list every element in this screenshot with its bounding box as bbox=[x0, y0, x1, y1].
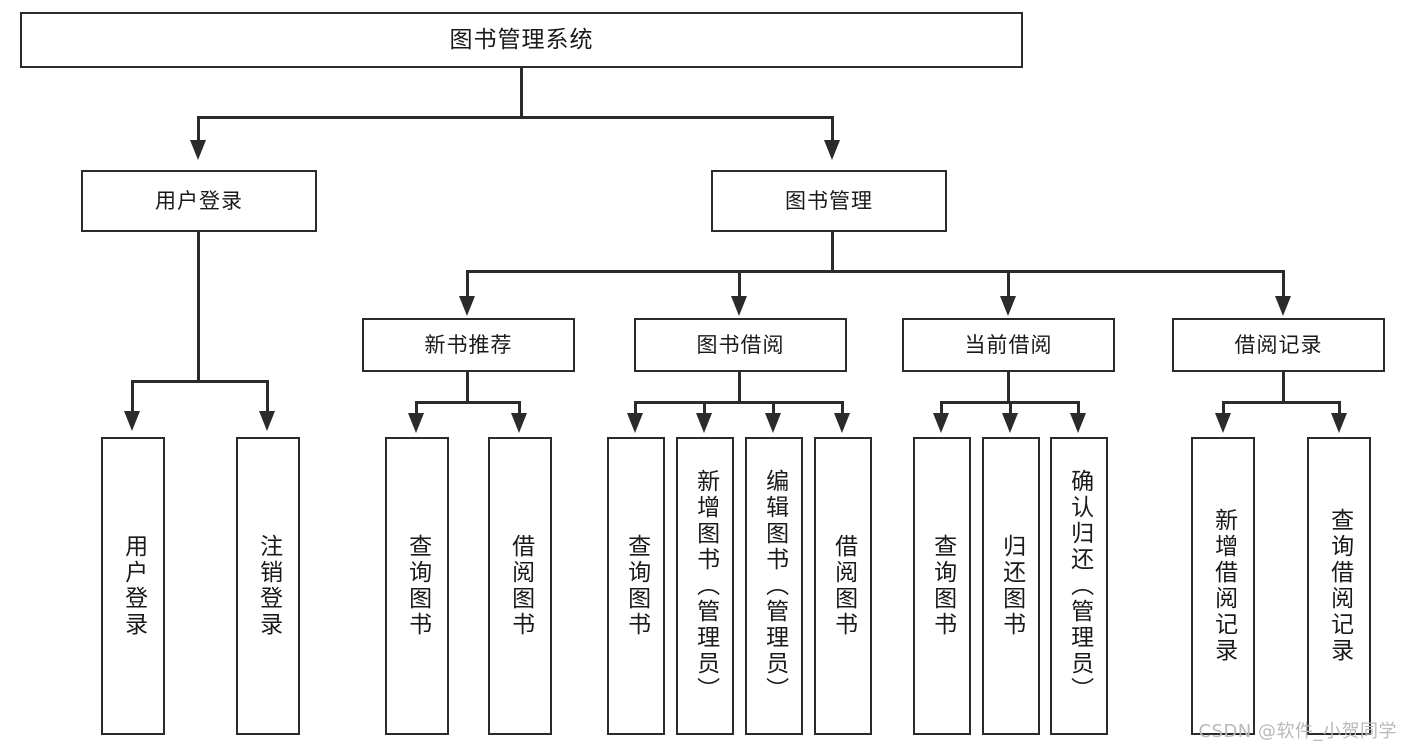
connector-drop-nb-2 bbox=[518, 401, 521, 415]
connector-borrow-record-bus bbox=[1222, 401, 1341, 404]
node-label: 归还图书 bbox=[998, 534, 1025, 638]
arrowhead-borrow-record-icon bbox=[1275, 296, 1291, 316]
arrowhead-new-book-recommend-icon bbox=[459, 296, 475, 316]
connector-drop-bb-4 bbox=[841, 401, 844, 415]
node-label: 编辑图书（管理员） bbox=[761, 469, 788, 703]
connector-drop-cb-3 bbox=[1077, 401, 1080, 415]
node-label: 查询借阅记录 bbox=[1326, 508, 1353, 664]
connector-drop-new-book-recommend bbox=[466, 270, 469, 298]
connector-book-management-stem bbox=[831, 232, 834, 270]
connector-book-borrow-bus bbox=[634, 401, 844, 404]
node-label: 图书管理系统 bbox=[449, 26, 594, 53]
connector-new-book-recommend-stem bbox=[466, 372, 469, 401]
node-label: 新增借阅记录 bbox=[1210, 508, 1237, 664]
connector-drop-leaf-login-2 bbox=[266, 380, 269, 413]
arrowhead-leaf-login-2-icon bbox=[259, 411, 275, 431]
node-label: 查询图书 bbox=[929, 534, 956, 638]
arrowhead-bb-3-icon bbox=[765, 413, 781, 433]
leaf-logout[interactable]: 注销登录 bbox=[236, 437, 300, 735]
leaf-cb-return-book[interactable]: 归还图书 bbox=[982, 437, 1040, 735]
node-label: 查询图书 bbox=[404, 534, 431, 638]
arrowhead-br-2-icon bbox=[1331, 413, 1347, 433]
arrowhead-user-login-icon bbox=[190, 140, 206, 160]
leaf-bb-edit-book-admin[interactable]: 编辑图书（管理员） bbox=[745, 437, 803, 735]
leaf-cb-query-book[interactable]: 查询图书 bbox=[913, 437, 971, 735]
arrowhead-br-1-icon bbox=[1215, 413, 1231, 433]
node-label: 当前借阅 bbox=[964, 332, 1053, 357]
connector-new-book-recommend-bus bbox=[415, 401, 521, 404]
node-label: 用户登录 bbox=[155, 188, 243, 213]
node-label: 新增图书（管理员） bbox=[692, 469, 719, 703]
connector-drop-user-login bbox=[197, 116, 200, 142]
node-label: 图书借阅 bbox=[696, 332, 785, 357]
arrowhead-nb-2-icon bbox=[511, 413, 527, 433]
leaf-nb-query-book[interactable]: 查询图书 bbox=[385, 437, 449, 735]
node-label: 借阅图书 bbox=[830, 534, 857, 638]
leaf-user-login[interactable]: 用户登录 bbox=[101, 437, 165, 735]
connector-drop-br-2 bbox=[1338, 401, 1341, 415]
node-label: 注销登录 bbox=[255, 534, 282, 638]
node-label: 新书推荐 bbox=[424, 332, 513, 357]
leaf-br-query-record[interactable]: 查询借阅记录 bbox=[1307, 437, 1371, 735]
connector-drop-cb-1 bbox=[940, 401, 943, 415]
connector-drop-br-1 bbox=[1222, 401, 1225, 415]
node-label: 借阅记录 bbox=[1234, 332, 1323, 357]
connector-drop-book-management bbox=[831, 116, 834, 142]
connector-root-stem bbox=[520, 68, 523, 116]
node-book-borrow[interactable]: 图书借阅 bbox=[634, 318, 847, 372]
connector-root-bus bbox=[197, 116, 834, 119]
arrowhead-current-borrow-icon bbox=[1000, 296, 1016, 316]
node-label: 查询图书 bbox=[623, 534, 650, 638]
leaf-br-add-record[interactable]: 新增借阅记录 bbox=[1191, 437, 1255, 735]
arrowhead-book-management-icon bbox=[824, 140, 840, 160]
node-label: 图书管理 bbox=[785, 188, 873, 213]
arrowhead-leaf-login-1-icon bbox=[124, 411, 140, 431]
connector-drop-bb-2 bbox=[703, 401, 706, 415]
node-label: 借阅图书 bbox=[507, 534, 534, 638]
connector-drop-cb-2 bbox=[1009, 401, 1012, 415]
connector-current-borrow-stem bbox=[1007, 372, 1010, 401]
node-current-borrow[interactable]: 当前借阅 bbox=[902, 318, 1115, 372]
connector-borrow-record-stem bbox=[1282, 372, 1285, 401]
connector-user-login-stem bbox=[197, 232, 200, 380]
node-root-book-management-system[interactable]: 图书管理系统 bbox=[20, 12, 1023, 68]
node-book-management[interactable]: 图书管理 bbox=[711, 170, 947, 232]
connector-drop-nb-1 bbox=[415, 401, 418, 415]
connector-drop-bb-3 bbox=[772, 401, 775, 415]
arrowhead-cb-3-icon bbox=[1070, 413, 1086, 433]
leaf-cb-confirm-return-admin[interactable]: 确认归还（管理员） bbox=[1050, 437, 1108, 735]
connector-drop-leaf-login-1 bbox=[131, 380, 134, 413]
arrowhead-bb-4-icon bbox=[834, 413, 850, 433]
connector-drop-borrow-record bbox=[1282, 270, 1285, 298]
node-borrow-record[interactable]: 借阅记录 bbox=[1172, 318, 1385, 372]
arrowhead-cb-2-icon bbox=[1002, 413, 1018, 433]
connector-drop-bb-1 bbox=[634, 401, 637, 415]
arrowhead-book-borrow-icon bbox=[731, 296, 747, 316]
arrowhead-bb-2-icon bbox=[696, 413, 712, 433]
arrowhead-cb-1-icon bbox=[933, 413, 949, 433]
node-label: 确认归还（管理员） bbox=[1066, 469, 1093, 703]
arrowhead-bb-1-icon bbox=[627, 413, 643, 433]
arrowhead-nb-1-icon bbox=[408, 413, 424, 433]
connector-book-management-bus bbox=[466, 270, 1285, 273]
node-user-login[interactable]: 用户登录 bbox=[81, 170, 317, 232]
connector-book-borrow-stem bbox=[738, 372, 741, 401]
connector-drop-current-borrow bbox=[1007, 270, 1010, 298]
connector-drop-book-borrow bbox=[738, 270, 741, 298]
node-label: 用户登录 bbox=[120, 534, 147, 638]
node-new-book-recommend[interactable]: 新书推荐 bbox=[362, 318, 575, 372]
connector-user-login-bus bbox=[131, 380, 268, 383]
leaf-bb-add-book-admin[interactable]: 新增图书（管理员） bbox=[676, 437, 734, 735]
leaf-nb-borrow-book[interactable]: 借阅图书 bbox=[488, 437, 552, 735]
leaf-bb-borrow-book[interactable]: 借阅图书 bbox=[814, 437, 872, 735]
leaf-bb-query-book[interactable]: 查询图书 bbox=[607, 437, 665, 735]
